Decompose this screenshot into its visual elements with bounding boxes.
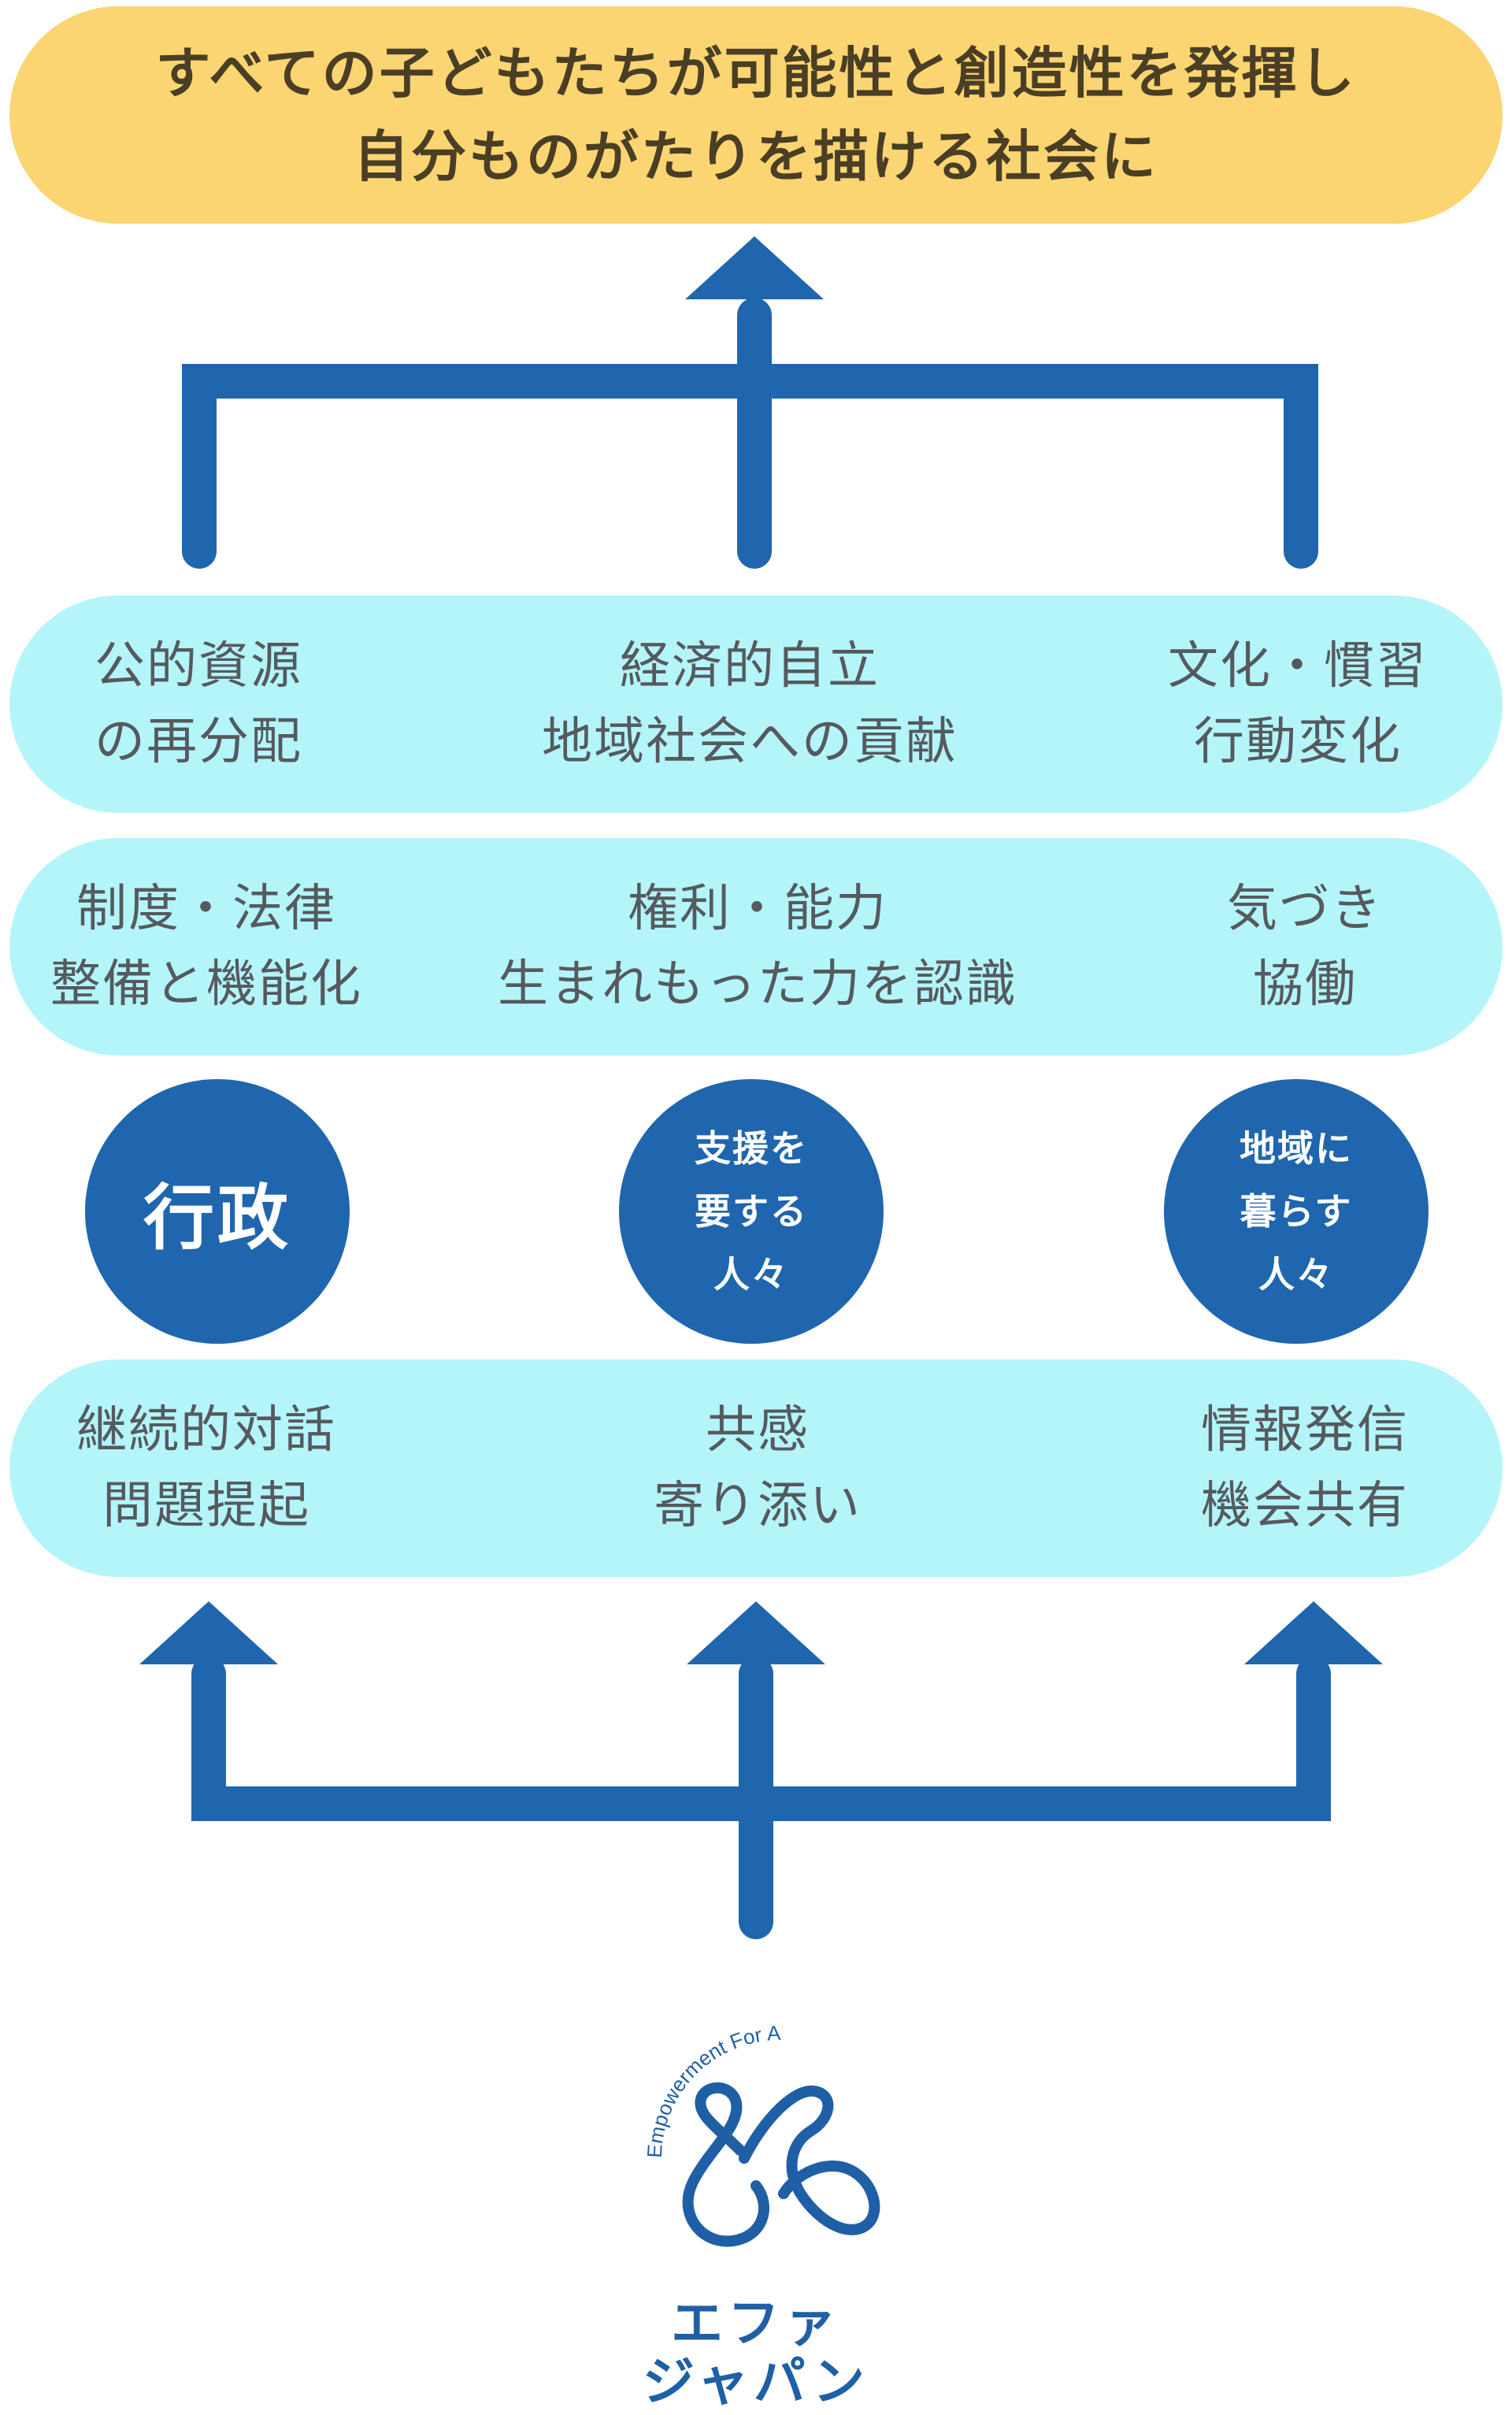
outcome-item-rights: 権利・能力 生まれもった力を認識 [498,880,1017,1014]
goal-line-2: 自分ものがたりを描ける社会に [354,124,1158,189]
activity-item-dialogue: 継続的対話 問題提起 [76,1401,336,1535]
impact-item-economic-independence: 経済的自立 地域社会への貢献 [542,637,958,771]
outcome-item-institutions: 制度・法律 整備と機能化 [50,880,362,1014]
logo-name-line-1: エファ [671,2293,841,2354]
activity-item-empathy: 共感 寄り添い [654,1401,862,1535]
impact-item-redistribution: 公的資源 の再分配 [94,637,302,771]
outcome-band: 制度・法律 整備と機能化 権利・能力 生まれもった力を認識 気づき 協働 [9,838,1503,1055]
impact-band: 公的資源 の再分配 経済的自立 地域社会への貢献 文化・慣習 行動変化 [9,595,1503,813]
actor-government-label: 行政 [143,1177,291,1259]
center-arrowhead [687,1601,825,1664]
right-arrowhead [1244,1601,1383,1664]
left-arrowhead [139,1601,278,1664]
logo-figure-icon [682,2082,880,2247]
impact-item-culture-change: 文化・慣習 行動変化 [1168,637,1428,771]
logo-mark: Empowerment For All [614,2001,880,2247]
activity-band: 継続的対話 問題提起 共感 寄り添い 情報発信 機会共有 [9,1360,1503,1577]
actor-government-circle: 行政 [85,1079,350,1344]
outcome-item-awareness: 気づき 協働 [1227,880,1383,1014]
goal-banner: すべての子どもたちが可能性と創造性を発揮し 自分ものがたりを描ける社会に [9,6,1503,224]
activity-item-information: 情報発信 機会共有 [1201,1401,1409,1535]
goal-line-1: すべての子どもたちが可能性と創造性を発揮し [155,41,1357,106]
actor-community-people-circle: 地域に 暮らす 人々 [1164,1079,1429,1344]
actor-supported-people-circle: 支援を 要する 人々 [619,1079,884,1344]
top-arrowhead [685,236,824,299]
logo-name-line-2: ジャパン [643,2351,869,2412]
